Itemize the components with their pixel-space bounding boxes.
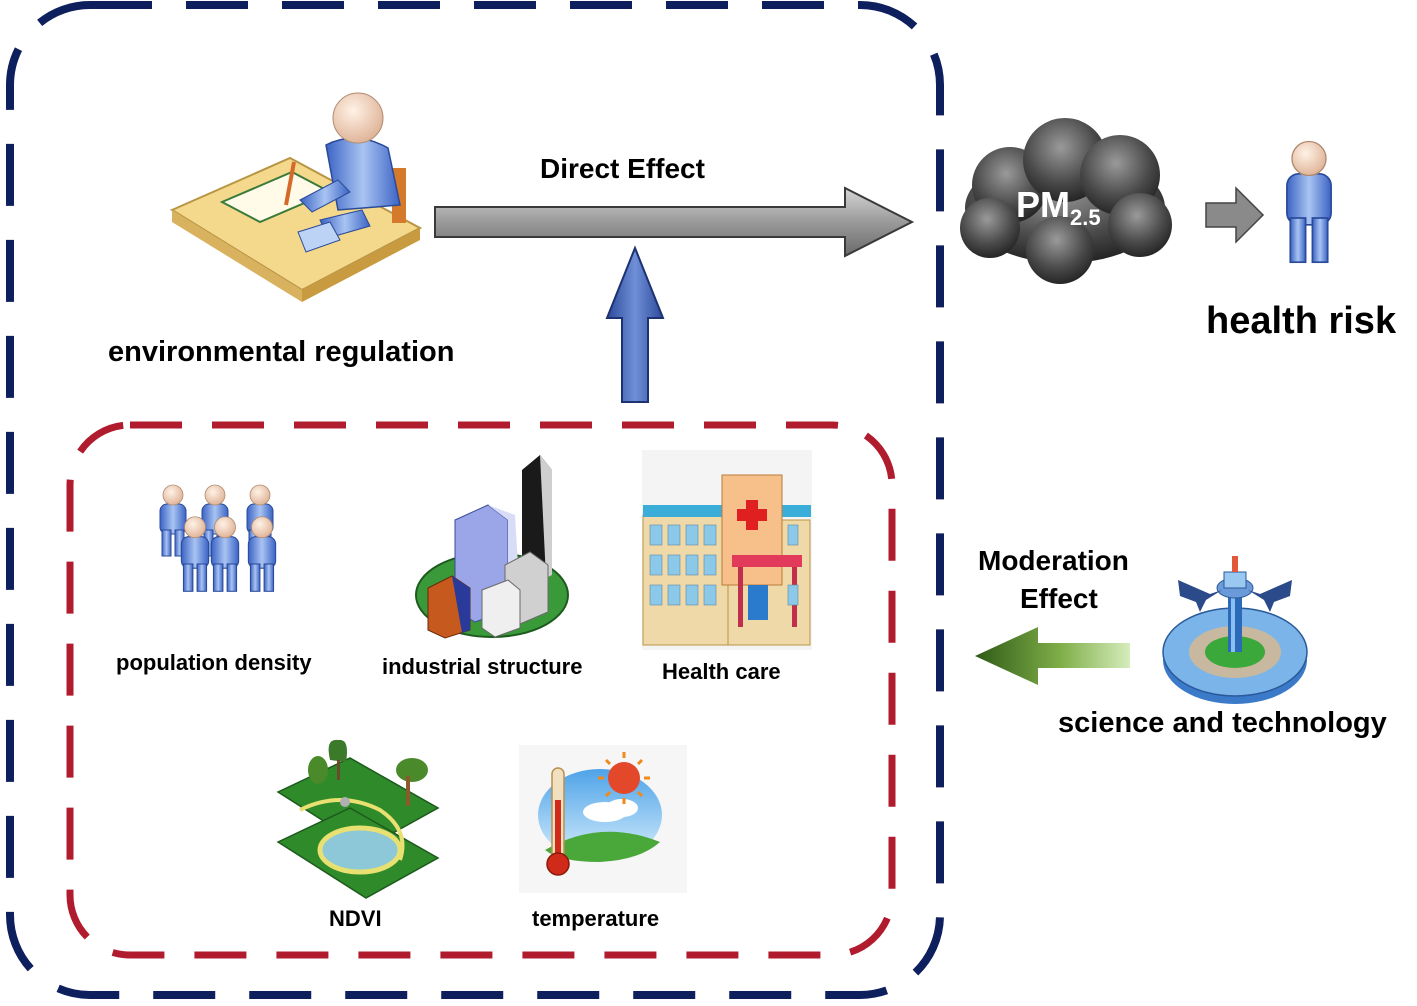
pm-to-health-arrow [1205,186,1265,244]
health-risk-label: health risk [1206,300,1397,342]
moderation-label-line2: Effect [1020,583,1098,614]
city-buildings-icon [415,455,569,639]
pm-main-text: PM [1016,184,1070,225]
hospital-icon [642,450,812,650]
smog-cloud-icon [960,118,1172,284]
thermometer-sun-icon [519,745,687,893]
population-density-label: population density [116,650,312,675]
direct-effect-label: Direct Effect [540,153,705,184]
airport-control-tower-icon [1162,556,1308,704]
outer-dashed-box [6,1,944,999]
ndvi-label: NDVI [329,906,382,931]
health-care-label: Health care [662,659,781,684]
temperature-label: temperature [532,906,660,931]
science-technology-label: science and technology [1058,707,1387,739]
pm-subscript-text: 2.5 [1070,205,1101,231]
inner-dashed-box [66,421,896,959]
pm25-label: PM2.5 [1016,184,1101,231]
standing-person-icon [1286,140,1332,264]
direct-effect-arrow [434,186,915,258]
environmental-regulation-label: environmental regulation [108,336,455,368]
park-landscape-icon [276,739,440,899]
moderation-label-line1: Moderation [978,545,1129,576]
control-variables-arrow [605,245,665,403]
crowd-icon [159,484,277,592]
industrial-structure-label: industrial structure [382,654,583,679]
person-at-desk-icon [169,92,423,302]
moderation-effect-arrow [975,627,1130,685]
